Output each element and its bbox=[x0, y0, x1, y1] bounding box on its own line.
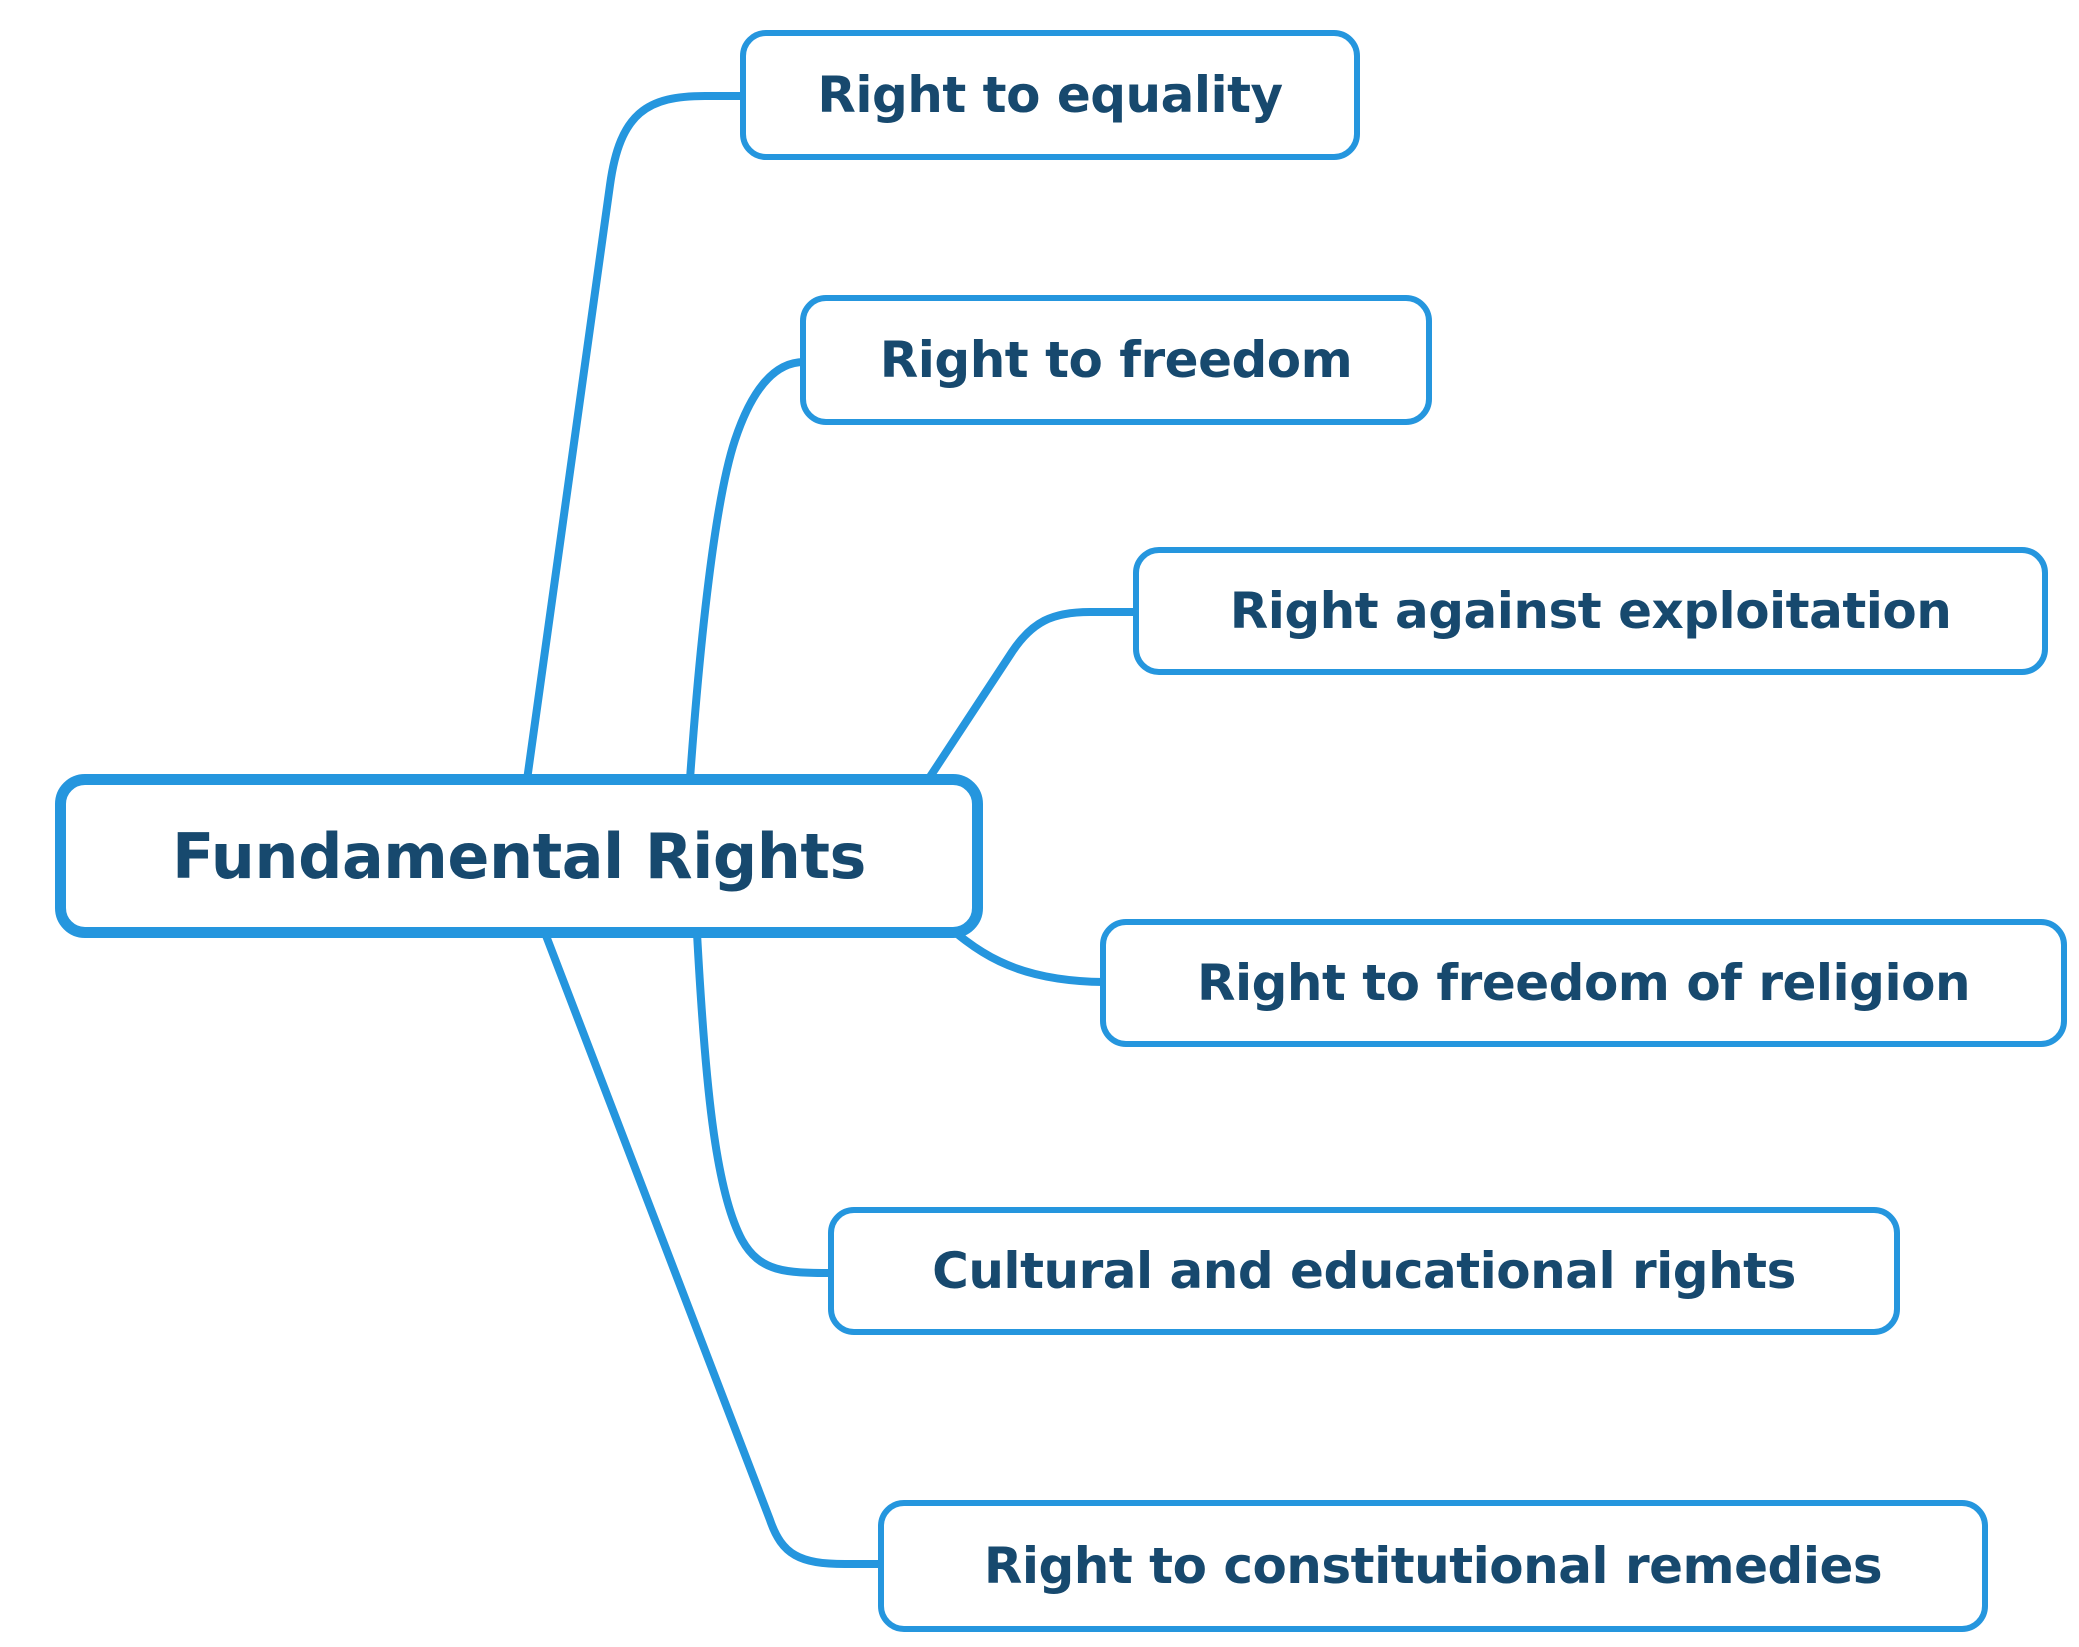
node-right-against-exploitation[interactable]: Right against exploitation bbox=[1133, 547, 2048, 675]
connector-right-to-equality bbox=[523, 92, 748, 784]
connector-right-to-constitutional-remedies bbox=[541, 929, 886, 1568]
node-label: Fundamental Rights bbox=[172, 819, 866, 893]
node-right-to-freedom-of-religion[interactable]: Right to freedom of religion bbox=[1100, 919, 2067, 1047]
node-right-to-constitutional-remedies[interactable]: Right to constitutional remedies bbox=[878, 1500, 1988, 1632]
connector-cultural-and-educational-rights bbox=[693, 929, 836, 1277]
node-fundamental-rights[interactable]: Fundamental Rights bbox=[55, 774, 983, 938]
node-label: Right to constitutional remedies bbox=[983, 1537, 1883, 1595]
node-label: Right against exploitation bbox=[1229, 582, 1952, 640]
node-right-to-freedom[interactable]: Right to freedom bbox=[800, 295, 1432, 425]
node-cultural-and-educational-rights[interactable]: Cultural and educational rights bbox=[828, 1207, 1900, 1335]
node-label: Cultural and educational rights bbox=[932, 1242, 1796, 1300]
node-label: Right to equality bbox=[817, 66, 1283, 124]
connector-right-to-freedom bbox=[686, 358, 808, 783]
node-right-to-equality[interactable]: Right to equality bbox=[740, 30, 1360, 160]
node-label: Right to freedom bbox=[879, 331, 1353, 389]
connector-right-against-exploitation bbox=[916, 608, 1141, 796]
node-label: Right to freedom of religion bbox=[1196, 954, 1971, 1012]
